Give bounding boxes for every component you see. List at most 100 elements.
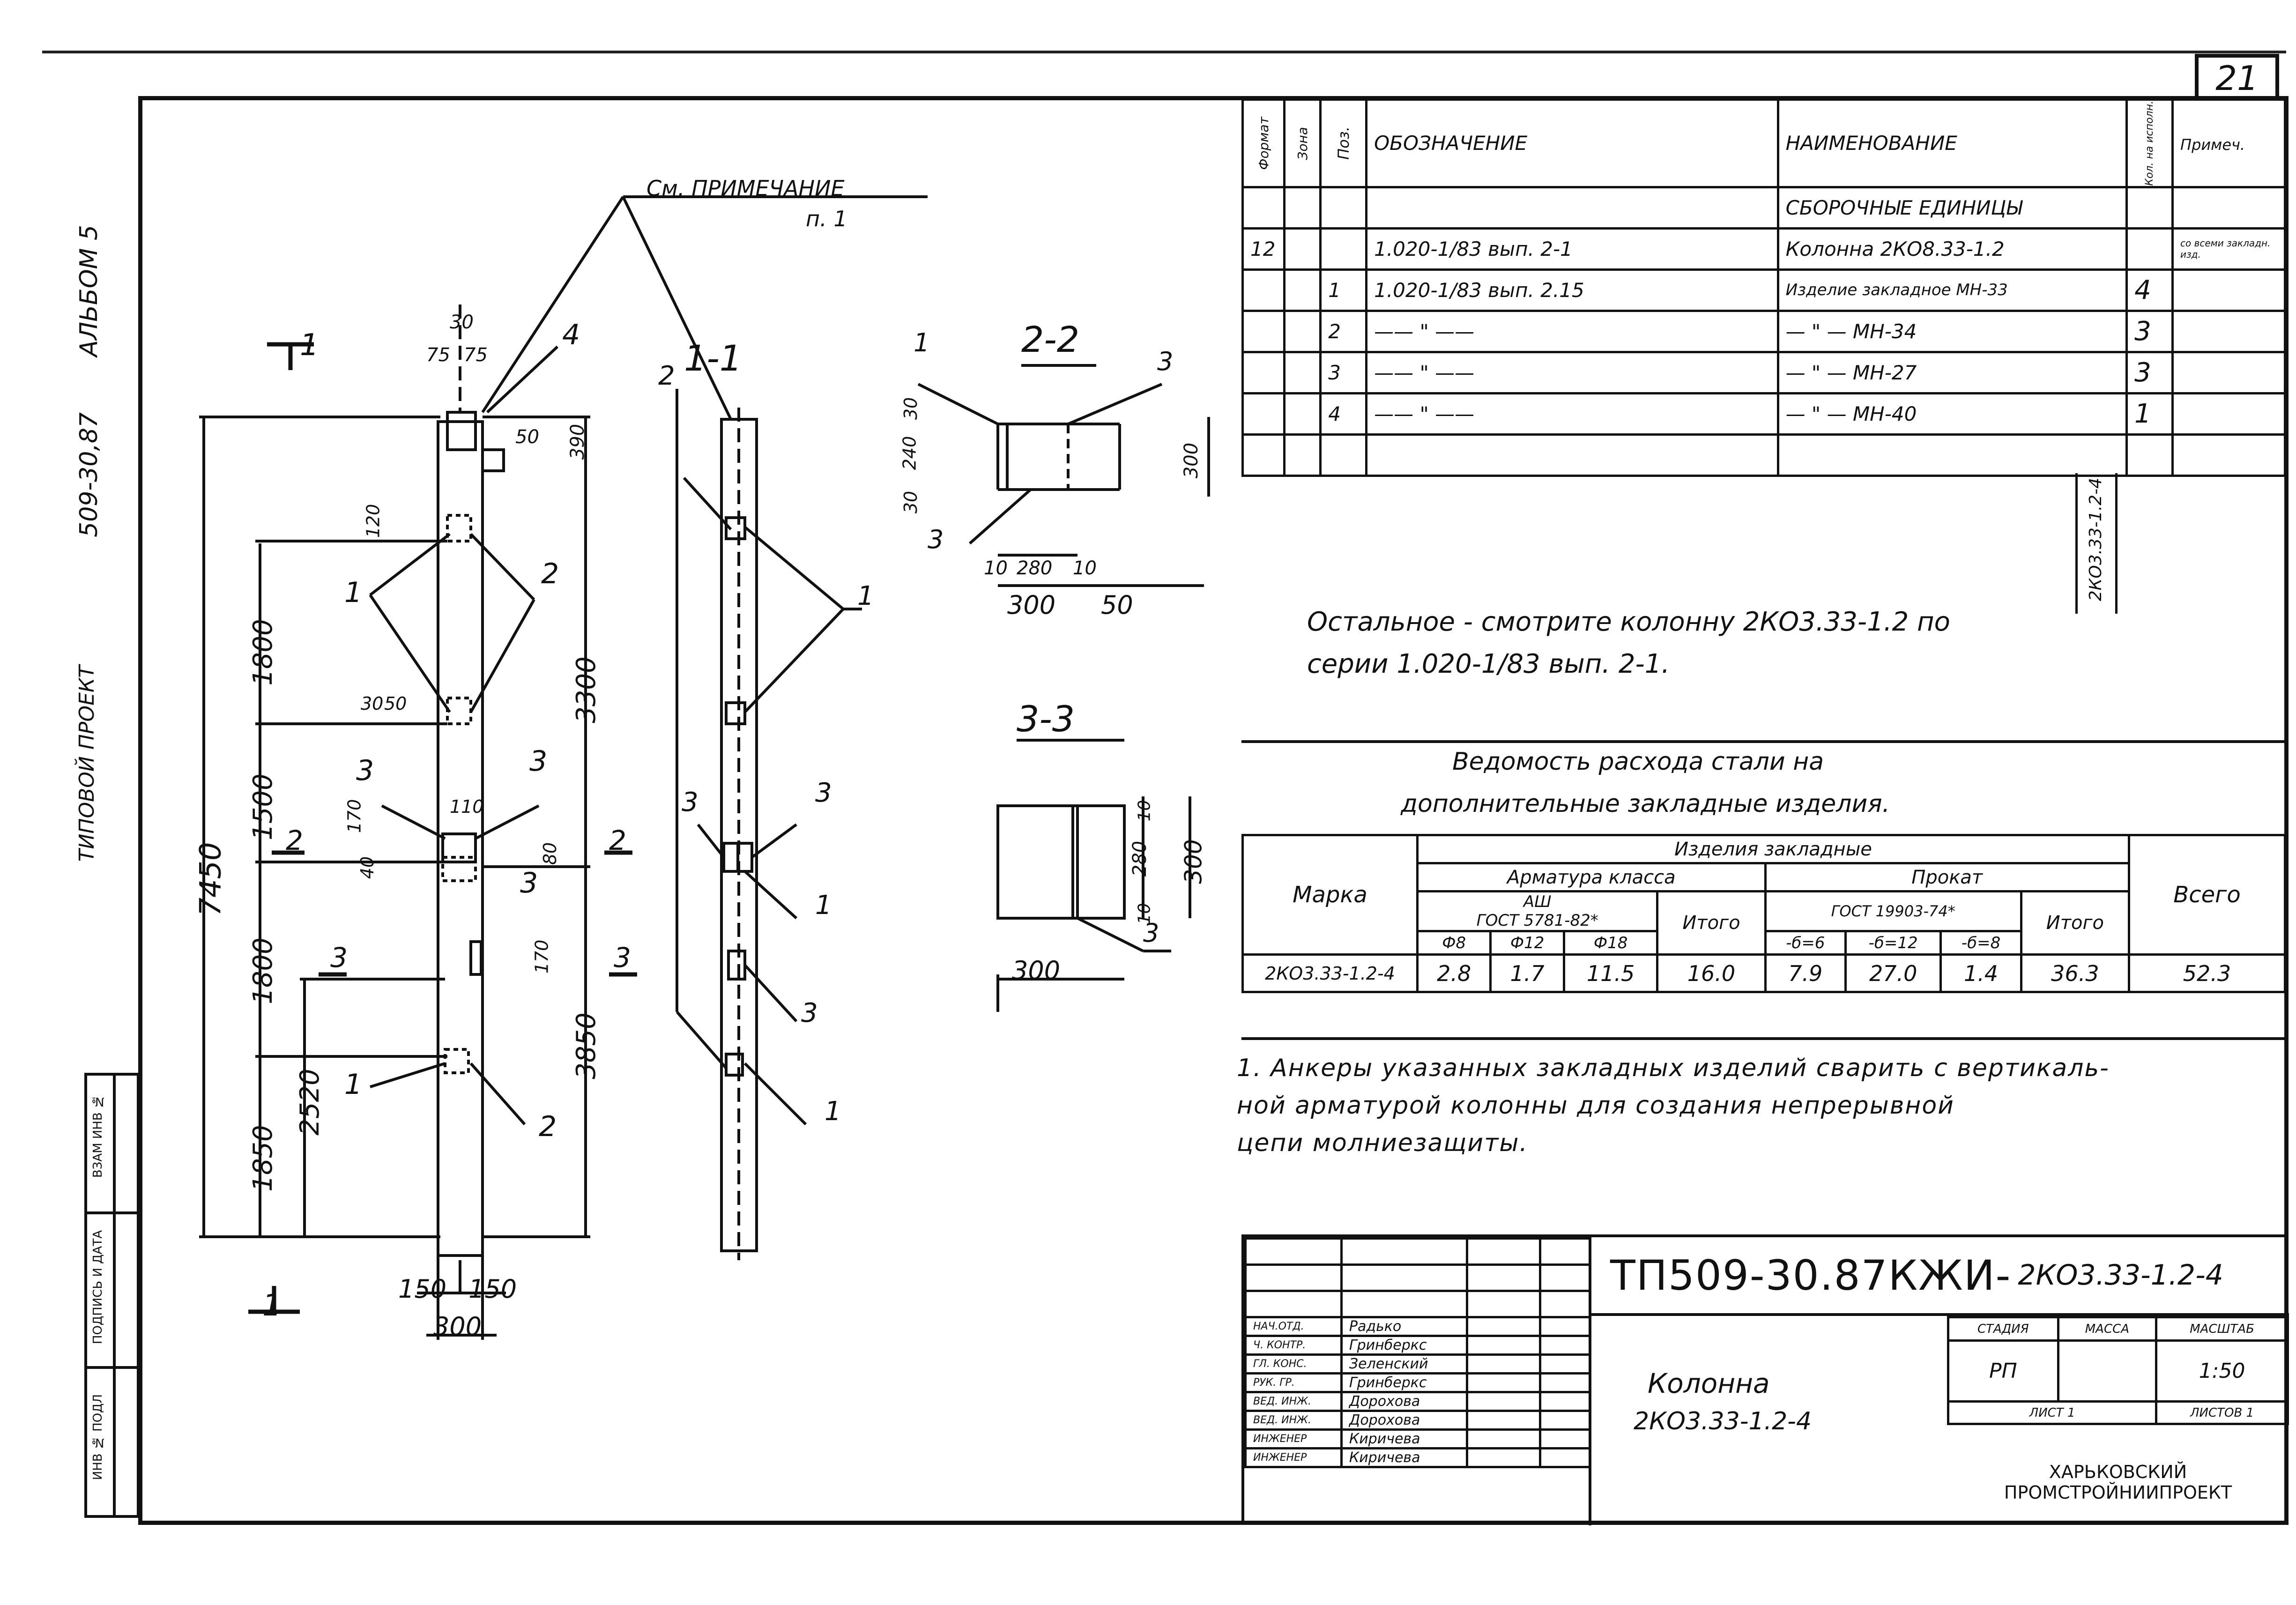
dim-3850: 3850 <box>571 1012 602 1079</box>
s22-p1: 1 <box>914 328 930 357</box>
remark-line2: серии 1.020-1/83 вып. 2-1. <box>1307 649 1670 679</box>
label-cut3-left: 3 <box>330 942 348 973</box>
note-line3: цепи молниезащиты. <box>1237 1129 1528 1157</box>
sheet-label: ЛИСТ 1 <box>1947 1400 2158 1425</box>
spec-cell-pos <box>1319 433 1368 477</box>
dim-150b: 150 <box>468 1274 517 1304</box>
note-ref-item: п. 1 <box>806 206 847 231</box>
spec-cell-qty: 3 <box>2125 309 2174 353</box>
dim-1500: 1500 <box>247 773 278 840</box>
element-name: Колонна <box>1648 1367 1770 1399</box>
spec-cell-note <box>2171 392 2286 436</box>
spec-cell-format <box>1241 350 1286 394</box>
dim-120: 120 <box>363 504 384 538</box>
dim-170a: 170 <box>344 799 365 833</box>
s33-d10: 10 <box>1135 800 1154 822</box>
spec-cell-name: Изделие закладное МН-33 <box>1776 268 2128 312</box>
org-line2: ПРОМСТРОЙНИИПРОЕКТ <box>2004 1482 2232 1503</box>
spec-cell-zone <box>1283 433 1322 477</box>
org-line1: ХАРЬКОВСКИЙ <box>2049 1461 2187 1482</box>
spec-cell-format <box>1241 433 1286 477</box>
spec-cell-designation: —— " —— <box>1365 392 1779 436</box>
label-section-11: 1-1 <box>684 337 743 379</box>
pos-2a: 2 <box>541 557 559 590</box>
dim-80: 80 <box>540 842 561 865</box>
s33-d280: 280 <box>1129 840 1151 877</box>
spec-h-designation: ОБОЗНАЧЕНИЕ <box>1374 132 1528 155</box>
pos-4: 4 <box>562 319 580 351</box>
dim-170b: 170 <box>531 939 552 974</box>
spec-row: 3 —— " —— — " — МН-27 3 <box>1241 350 2286 394</box>
column-elevation <box>437 420 484 1257</box>
s33-p3: 3 <box>1143 918 1159 948</box>
pos-3b: 3 <box>529 745 548 778</box>
spec-cell-format <box>1241 392 1286 436</box>
dim-390: 390 <box>567 424 589 460</box>
spec-h-qty: Кол. на исполн. <box>2144 101 2156 186</box>
spec-cell-format: 12 <box>1241 227 1286 271</box>
spec-h-format: Формат <box>1256 117 1271 170</box>
sec-pos-3c: 3 <box>801 998 818 1028</box>
dim-top-30: 30 <box>450 312 474 333</box>
steel-h-prokat: Прокат <box>1911 866 1983 888</box>
steel-table-box: Ведомость расхода стали на дополнительны… <box>1241 740 2286 1040</box>
spec-cell-designation: 1.020-1/83 вып. 2-1 <box>1365 227 1779 271</box>
steel-cell-t12: 27.0 <box>1844 953 1942 993</box>
sec-pos-2: 2 <box>658 361 675 391</box>
dim-2520: 2520 <box>294 1069 325 1136</box>
spec-row <box>1241 433 2286 477</box>
spec-row: 4 —— " —— — " — МН-40 1 <box>1241 392 2286 436</box>
spec-cell-zone <box>1283 392 1322 436</box>
dim-110: 110 <box>450 796 484 817</box>
spec-table: Формат Зона Поз. ОБОЗНАЧЕНИЕ НАИМЕНОВАНИ… <box>1241 98 2286 477</box>
spec-cell-pos: 3 <box>1319 350 1368 394</box>
steel-cell-d18: 11.5 <box>1562 953 1659 993</box>
signature-row: РУК. ГР.Гринберкс <box>1244 1372 1591 1393</box>
spec-h-zone: Зона <box>1294 126 1310 160</box>
page-number-box: 21 <box>2195 54 2279 98</box>
dim-3300: 3300 <box>571 656 602 723</box>
title-block: НАЧ.ОТД.Радько Ч. КОНТР.Гринберкс ГЛ. КО… <box>1241 1234 2289 1525</box>
pos-1a: 1 <box>344 576 363 609</box>
spec-cell-qty <box>2125 433 2174 477</box>
s22-d10a: 10 <box>984 557 1008 579</box>
sec-pos-1: 1 <box>857 581 874 611</box>
dim-1800a: 1800 <box>247 619 278 686</box>
spec-cell-note <box>2171 433 2286 477</box>
steel-h-t12: -б=12 <box>1844 930 1942 956</box>
spec-cell-qty: 1 <box>2125 392 2174 436</box>
scale-header: МАСШТАБ <box>2155 1316 2289 1342</box>
s22-p3a: 3 <box>1157 347 1174 376</box>
signature-row: ВЕД. ИНЖ.Дорохова <box>1244 1391 1591 1412</box>
signature-row: Ч. КОНТР.Гринберкс <box>1244 1335 1591 1356</box>
steel-h-t8: -б=8 <box>1939 930 2022 956</box>
dim-300: 300 <box>433 1312 482 1341</box>
spec-row: 2 —— " —— — " — МН-34 3 <box>1241 309 2286 353</box>
top-edge-line <box>42 51 2286 53</box>
spec-h-pos: Поз. <box>1334 126 1352 160</box>
dim-1800b: 1800 <box>247 937 278 1004</box>
sheets-label: ЛИСТОВ 1 <box>2155 1400 2289 1425</box>
spec-cell-designation <box>1365 433 1779 477</box>
steel-h-armatura: Арматура класса <box>1507 866 1676 888</box>
dim-150a: 150 <box>398 1274 447 1304</box>
spec-cell-note <box>2171 350 2286 394</box>
title-code: ТП509-30.87КЖИ- <box>1610 1251 2012 1300</box>
spec-cell-name: — " — МН-40 <box>1776 392 2128 436</box>
s22-d50: 50 <box>1101 590 1133 620</box>
element-box: Колонна 2КО3.33-1.2-4 <box>1589 1316 1949 1525</box>
steel-h-d12: Ф12 <box>1489 930 1565 956</box>
label-cut2-left: 2 <box>286 825 303 856</box>
steel-h-a3: АШ <box>1523 892 1552 911</box>
title-code-suffix: 2КО3.33-1.2-4 <box>2018 1259 2223 1292</box>
spec-cell-qty: 4 <box>2125 268 2174 312</box>
dim-top-75a: 75 <box>426 344 450 366</box>
s22-d30b: 30 <box>900 490 921 514</box>
label-cut1-bottom: 1 <box>262 1288 282 1323</box>
signature-row: НАЧ.ОТД.Радько <box>1244 1316 1591 1337</box>
element-mark: 2КО3.33-1.2-4 <box>1634 1407 1812 1435</box>
spec-cell-zone <box>1283 309 1322 353</box>
steel-cell-vsego: 52.3 <box>2128 953 2286 993</box>
